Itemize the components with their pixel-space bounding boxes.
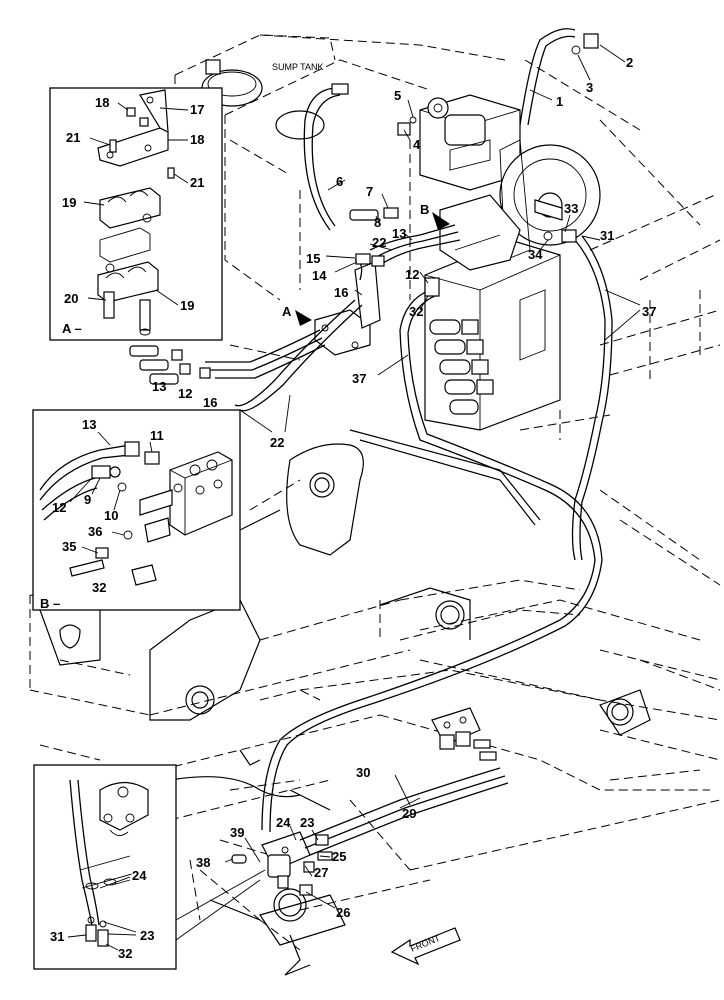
inset-a-callout-19-upper: 19: [62, 195, 76, 210]
inset-a-callout-21-left: 21: [66, 130, 80, 145]
inset-c-callout-31: 31: [50, 929, 64, 944]
inset-b: 13 11 12 9 10 36 35 32 B –: [32, 409, 241, 611]
callout-24: 24: [276, 815, 291, 830]
inset-a: 18 17 21 18 21 19 20 19 A –: [49, 87, 223, 341]
callout-5: 5: [394, 88, 401, 103]
callout-16: 16: [334, 285, 348, 300]
main-callouts: 1 2 3 4 5 6 7 8 13 22 15 14 12 16 32 33 …: [152, 55, 656, 920]
inset-a-callout-18-top: 18: [95, 95, 109, 110]
callout-22: 22: [372, 235, 386, 250]
callout-30: 30: [356, 765, 370, 780]
inset-b-callout-36: 36: [88, 524, 102, 539]
inset-b-callout-12: 12: [52, 500, 66, 515]
callout-25: 25: [332, 849, 346, 864]
callout-31: 31: [600, 228, 614, 243]
callout-27: 27: [314, 865, 328, 880]
callout-39: 39: [230, 825, 244, 840]
clamp-a: [314, 261, 381, 356]
valve-right: [431, 707, 497, 761]
inset-a-callout-18-right: 18: [190, 132, 204, 147]
fittings: [129, 33, 599, 896]
block-b: [169, 451, 233, 536]
valve-spools: [429, 319, 494, 415]
leader-lines: [224, 44, 641, 909]
callout-12-left: 12: [178, 386, 192, 401]
callout-34: 34: [528, 247, 543, 262]
callout-23: 23: [300, 815, 314, 830]
inset-a-callout-20: 20: [64, 291, 78, 306]
callout-3: 3: [586, 80, 593, 95]
arrow-b-label: B: [420, 202, 429, 217]
inset-a-callout-17: 17: [190, 102, 204, 117]
bracket-17: [97, 89, 169, 167]
callout-4: 4: [413, 137, 421, 152]
front-arrow: FRONT: [390, 927, 461, 966]
callout-13-left: 13: [152, 379, 166, 394]
inset-b-callout-32: 32: [92, 580, 106, 595]
inset-c-callout-23: 23: [140, 928, 154, 943]
callout-13: 13: [392, 226, 406, 241]
callout-6: 6: [336, 174, 343, 189]
callout-8: 8: [374, 215, 381, 230]
inset-c-valve: [99, 781, 149, 836]
inset-b-callout-35: 35: [62, 539, 76, 554]
view-arrow-b: B: [420, 202, 450, 230]
inset-a-callout-19-lower: 19: [180, 298, 194, 313]
arrow-a-label: A: [282, 304, 292, 319]
frame-outline: [29, 34, 721, 951]
inset-a-callout-21-right: 21: [190, 175, 204, 190]
inset-c-callout-32: 32: [118, 946, 132, 961]
inset-c: 24 23 31 32: [33, 764, 177, 970]
inset-b-callout-10: 10: [104, 508, 118, 523]
sump-tank-label: SUMP TANK: [272, 62, 324, 72]
callout-22-left: 22: [270, 435, 284, 450]
view-arrow-a: A: [282, 304, 312, 326]
callout-12: 12: [405, 267, 419, 282]
callout-33: 33: [564, 201, 578, 216]
clamp-19-upper: [99, 187, 161, 229]
callout-16-left: 16: [203, 395, 217, 410]
callout-32: 32: [409, 304, 423, 319]
inset-b-callout-9: 9: [84, 492, 91, 507]
callout-37-right: 37: [642, 304, 656, 319]
callout-26: 26: [336, 905, 350, 920]
inset-b-callout-13: 13: [82, 417, 96, 432]
inset-c-callout-24: 24: [132, 868, 147, 883]
inset-b-callout-11: 11: [150, 428, 164, 443]
inset-c-connector-2: [175, 869, 266, 921]
callout-38: 38: [196, 855, 210, 870]
hydraulic-pump: [419, 94, 601, 271]
callout-2: 2: [626, 55, 633, 70]
callout-1: 1: [556, 94, 563, 109]
pilot-valve-bottom: [261, 831, 311, 889]
hoses: [205, 28, 613, 856]
callout-15: 15: [306, 251, 320, 266]
inset-a-label: A –: [62, 321, 82, 336]
inset-b-label: B –: [40, 596, 60, 611]
inset-c-connector: [175, 879, 261, 941]
callout-29: 29: [402, 806, 416, 821]
callout-14: 14: [312, 268, 327, 283]
callout-7: 7: [366, 184, 373, 199]
callout-37-left: 37: [352, 371, 366, 386]
